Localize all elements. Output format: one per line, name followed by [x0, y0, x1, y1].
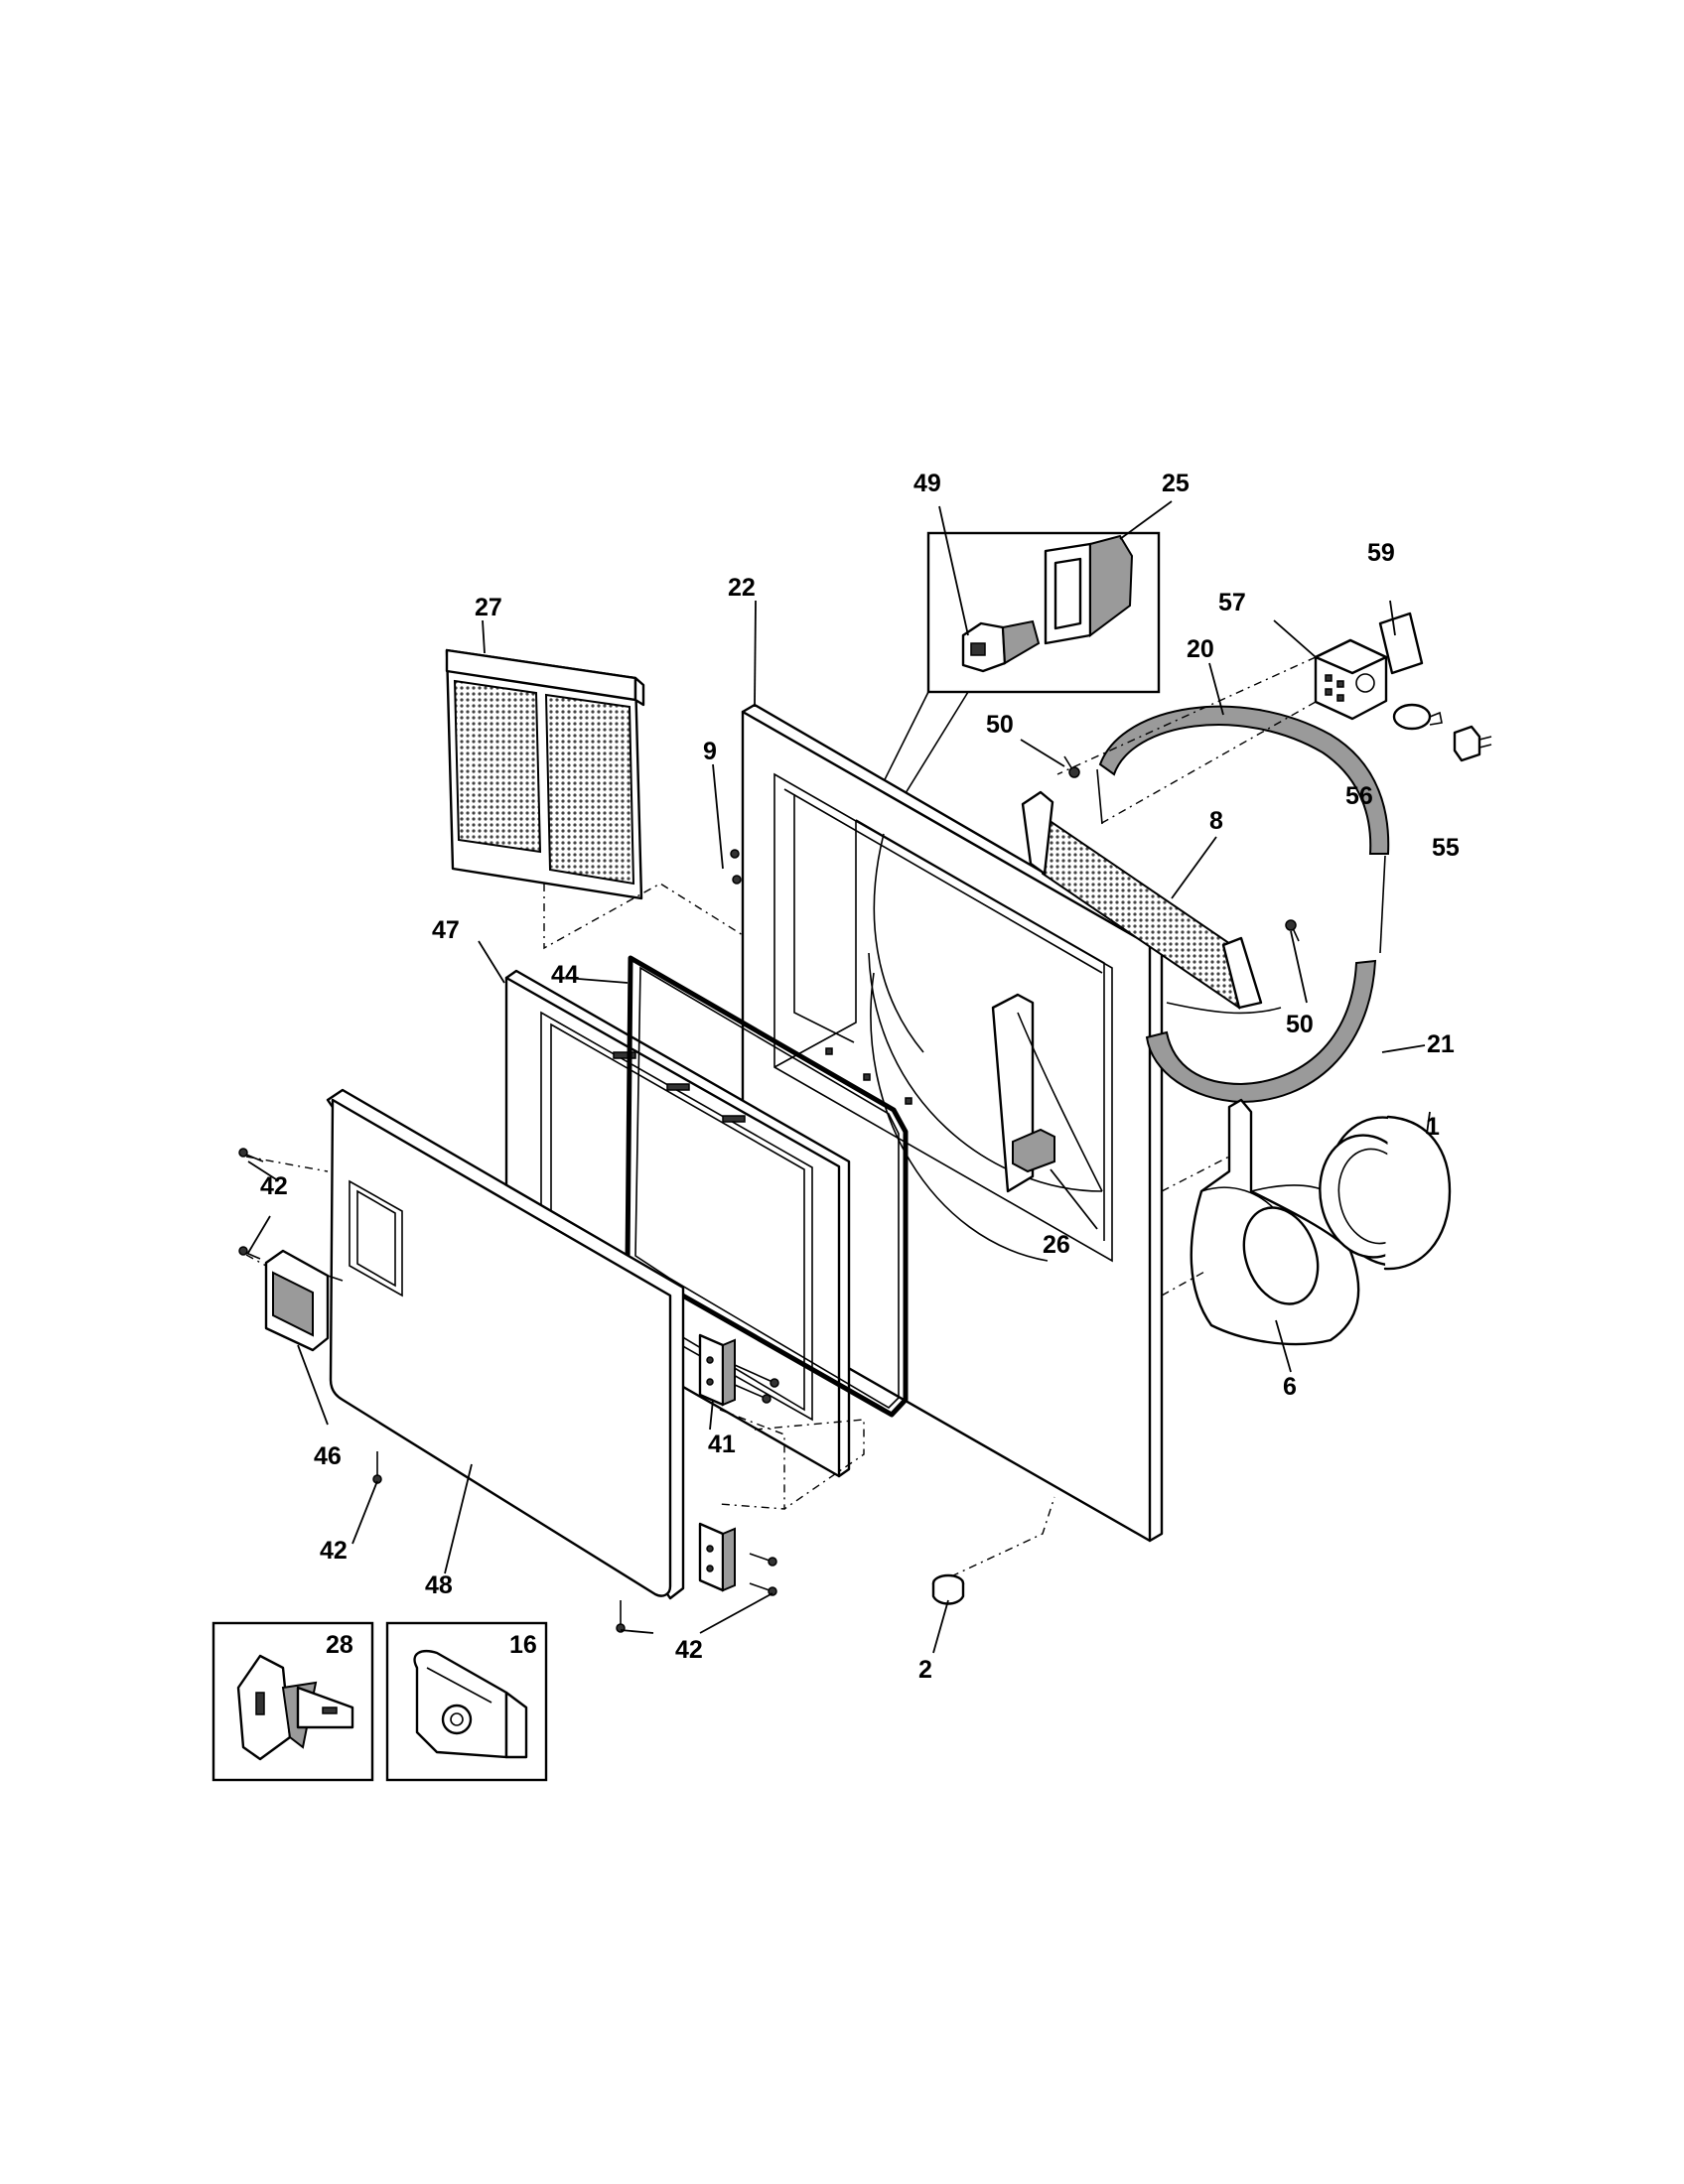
part-41-hinges [698, 1333, 736, 1592]
part-46-door-handle [264, 1249, 344, 1352]
callout-labels: 1 2 6 8 9 16 20 21 22 25 26 27 28 41 42 … [260, 470, 1460, 1684]
part-26-door-switch [991, 993, 1103, 1193]
callout-26: 26 [1043, 1231, 1070, 1259]
part-56-lamp-bulb [1392, 703, 1443, 731]
part-20-21-drum-seal [1096, 705, 1390, 1104]
part-27-lint-screen [445, 648, 645, 900]
part-47-inner-door [504, 969, 851, 1478]
callout-59: 59 [1367, 539, 1395, 567]
part-49-door-catch [961, 619, 1041, 673]
callout-42-top: 42 [260, 1172, 288, 1200]
callout-56: 56 [1345, 782, 1373, 810]
part-6-air-duct [1190, 1098, 1360, 1346]
part-59-lamp-cover [1378, 612, 1424, 675]
callout-46: 46 [314, 1442, 342, 1470]
screws [238, 755, 1300, 1633]
callout-50-top: 50 [986, 711, 1014, 739]
callout-41: 41 [708, 1431, 736, 1458]
callout-16: 16 [509, 1631, 537, 1659]
callout-27: 27 [475, 594, 502, 621]
part-48-outer-door [326, 1088, 685, 1600]
callout-9: 9 [703, 738, 717, 765]
part-55-lamp-connector [1453, 725, 1492, 762]
inset-latch-detail [803, 531, 1161, 942]
callout-42-left: 42 [320, 1537, 348, 1565]
callout-42-bottom: 42 [675, 1636, 703, 1664]
callout-2: 2 [918, 1656, 932, 1684]
part-25-door-strike [1044, 534, 1134, 645]
callout-25: 25 [1162, 470, 1190, 497]
inset-part-16 [385, 1621, 548, 1782]
part-8-lint-grille [1021, 790, 1282, 1015]
callout-44: 44 [551, 961, 579, 989]
callout-1: 1 [1426, 1113, 1440, 1141]
callout-57: 57 [1218, 589, 1246, 616]
part-2-plug [931, 1573, 965, 1605]
callout-50-right: 50 [1286, 1011, 1314, 1038]
callout-48: 48 [425, 1571, 453, 1599]
callout-49: 49 [913, 470, 941, 497]
callout-20: 20 [1187, 635, 1214, 663]
part-57-lamp-socket [1314, 638, 1388, 721]
inset-part-28 [211, 1621, 374, 1782]
callout-22: 22 [728, 574, 756, 602]
callout-21: 21 [1427, 1030, 1455, 1058]
leader-lines [247, 500, 1431, 1654]
callout-47: 47 [432, 916, 460, 944]
callout-8: 8 [1209, 807, 1223, 835]
part-1-duct-seal [1319, 1115, 1452, 1271]
callout-28: 28 [326, 1631, 353, 1659]
callout-55: 55 [1432, 834, 1460, 862]
callout-6: 6 [1283, 1373, 1297, 1401]
